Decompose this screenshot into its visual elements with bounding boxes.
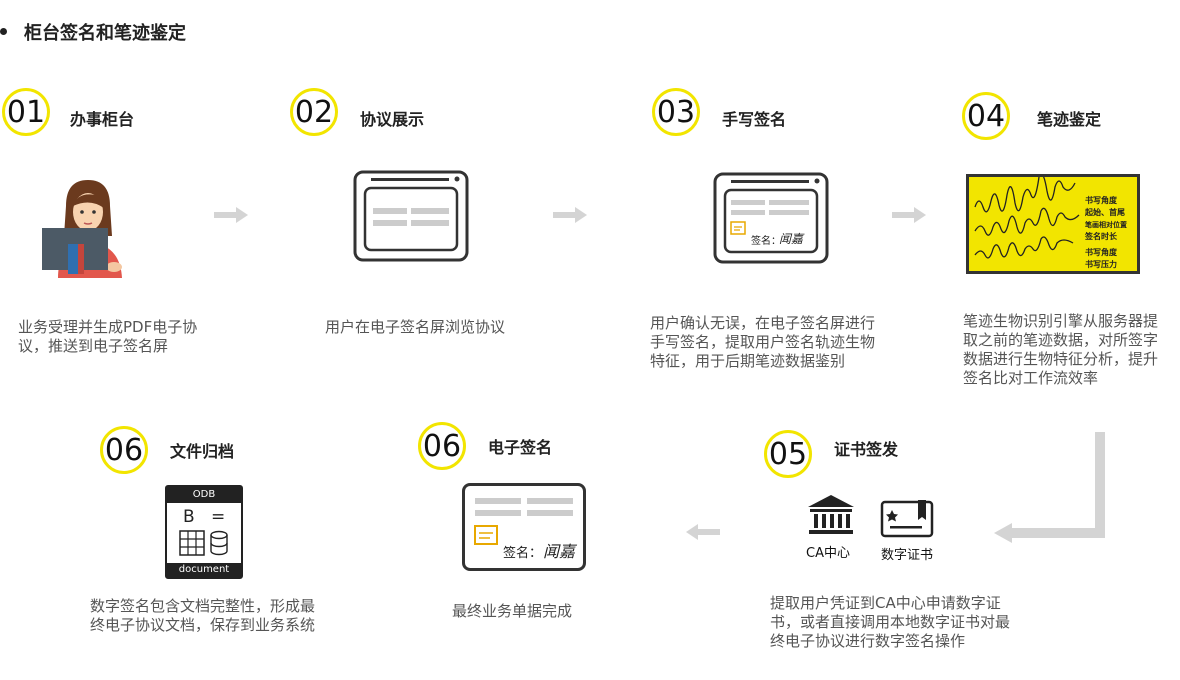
step-number-badge: 03 [652,88,700,136]
analysis-label: 签名时长 [1085,232,1117,241]
document-footer-label: document [167,563,241,577]
step-description: 用户在电子签名屏浏览协议 [325,318,506,336]
table-database-icon [179,530,228,556]
step-title: 证书签发 [834,440,899,459]
analysis-label: 起始、首尾 [1085,208,1125,217]
clerk-at-counter-icon [40,178,140,282]
analysis-label: 书写角度 [1085,248,1117,257]
signature-label: 签名： [503,546,543,561]
page-title: 柜台签名和笔迹鉴定 [24,23,186,44]
arrow-right-icon [214,207,248,223]
signature-pad-screen-icon [353,170,469,266]
analysis-label: 书写压力 [1085,260,1117,269]
document-equals-sign: = [211,507,226,527]
arrow-right-icon [892,207,926,223]
document-letter: B [183,507,195,527]
document-archive-icon: ODB B = document [165,485,243,579]
arrow-left-icon [686,524,720,540]
digital-certificate-label: 数字证书 [881,548,934,563]
step-title: 办事柜台 [70,110,135,129]
analysis-label: 书写角度 [1085,196,1117,205]
document-header-label: ODB [167,487,241,503]
step-title: 文件归档 [170,442,235,461]
step-description: 数字签名包含文档完整性，形成最 终电子协议文档，保存到业务系统 [90,597,316,634]
step-description: 业务受理并生成PDF电子协 议，推送到电子签名屏 [18,318,198,355]
step-number-badge: 04 [962,92,1010,140]
step-title: 协议展示 [360,110,425,129]
step-title: 笔迹鉴定 [1037,110,1102,129]
step-number-badge: 06 [418,422,466,470]
step-number-badge: 06 [100,426,148,474]
bullet-dot [0,28,7,35]
arrow-right-icon [553,207,587,223]
step-number-badge: 02 [290,88,338,136]
step-title: 电子签名 [488,438,553,457]
connector-arrow-icon [990,432,1110,548]
ca-center-label: CA中心 [806,546,850,561]
step-description: 笔迹生物识别引擎从服务器提 取之前的笔迹数据，对所签字 数据进行生物特征分析，提… [963,312,1159,387]
certificate-icon [880,498,936,544]
step-title: 手写签名 [722,110,787,129]
signed-document-icon: 签名： 闻嘉 [462,483,586,571]
signature-text: 闻嘉 [779,232,804,246]
step-description: 用户确认无误，在电子签名屏进行 手写签名，提取用户签名轨迹生物 特征，用于后期笔… [650,314,876,370]
step-description: 提取用户凭证到CA中心申请数字证 书，或者直接调用本地数字证书对最 终电子协议进… [770,594,1011,650]
step-number-badge: 05 [764,430,812,478]
step-number-badge: 01 [2,88,50,136]
step-description: 最终业务单据完成 [452,602,573,620]
handwriting-analysis-panel: 书写角度 起始、首尾 笔画相对位置 签名时长 书写角度 书写压力 [966,174,1140,274]
signature-label: 签名： [751,236,781,247]
bank-building-icon [806,493,856,541]
signature-text: 闻嘉 [543,542,576,561]
analysis-labels: 书写角度 起始、首尾 笔画相对位置 签名时长 书写角度 书写压力 [1085,195,1141,271]
analysis-label: 笔画相对位置 [1085,221,1127,229]
handwritten-signature-screen-icon: 签名： 闻嘉 [713,172,829,264]
